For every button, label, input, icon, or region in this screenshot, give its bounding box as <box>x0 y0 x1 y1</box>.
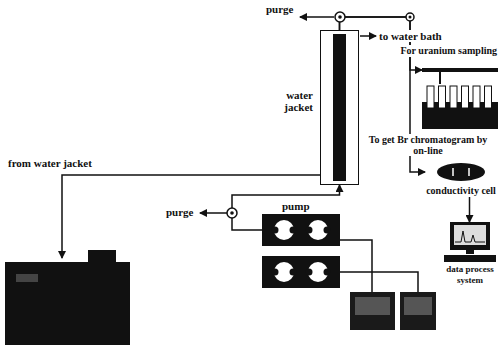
fraction-collector <box>422 62 498 129</box>
controller-screen <box>355 297 390 315</box>
control-wire <box>340 272 418 292</box>
computer-symbol <box>442 222 498 264</box>
monitor <box>450 222 490 250</box>
sample-tube <box>427 86 434 108</box>
node-label: pump <box>262 200 340 214</box>
pump-notch <box>272 269 279 276</box>
annotation-label: from water jacket <box>8 157 92 169</box>
sample-tube <box>485 86 492 108</box>
purge-line <box>300 16 334 18</box>
sample-tube <box>473 86 480 108</box>
annotation-label: to water bath <box>378 30 443 42</box>
valve-symbol <box>335 12 345 22</box>
annotation-label: purge <box>266 3 294 15</box>
data-process-box: data process system <box>442 222 498 286</box>
keyboard <box>444 255 496 262</box>
chromatogram-trace <box>455 231 485 242</box>
pump-symbol <box>262 214 340 288</box>
outlet-line <box>360 35 376 37</box>
pump-notch <box>272 227 279 234</box>
cell-body <box>437 163 485 181</box>
purge-line <box>200 212 227 214</box>
flow-line <box>469 197 471 222</box>
annotation-label: purge <box>166 206 194 218</box>
controller-screen <box>404 297 432 315</box>
junction-core <box>409 16 412 19</box>
water-bath <box>5 262 130 345</box>
node-label: conductivity cell <box>425 184 497 197</box>
pump-notch <box>290 227 297 234</box>
sample-tube <box>450 86 457 108</box>
valve-core <box>338 15 342 19</box>
water-bath-panel <box>16 274 38 282</box>
pump-unit <box>262 256 340 288</box>
valve-symbol <box>227 208 237 218</box>
sample-tube <box>439 86 446 108</box>
pump-notch <box>324 269 331 276</box>
node-label: data process system <box>442 264 498 286</box>
controller-box <box>350 292 395 330</box>
edge-label: To get Br chromatogram by on-line <box>364 134 492 156</box>
monitor-stand <box>466 250 474 254</box>
conductivity-cell-symbol <box>425 160 497 184</box>
pump-notch <box>324 227 331 234</box>
column-packing <box>333 34 346 181</box>
conductivity-cell-box: conductivity cell <box>425 160 497 197</box>
node-label: water jacket <box>267 89 313 113</box>
sample-tube <box>462 86 469 108</box>
valve-core <box>230 211 234 215</box>
monitor-screen <box>454 225 486 245</box>
pump-unit <box>262 214 340 246</box>
collector-arm <box>422 68 498 72</box>
node-label: For uranium sampling <box>400 45 499 57</box>
cell-electrode <box>452 168 454 176</box>
collector-nozzle <box>439 72 441 84</box>
controller-box <box>400 292 436 330</box>
control-wire <box>340 240 372 292</box>
pump-box: pump <box>262 200 340 288</box>
water-bath-top <box>88 250 116 262</box>
fraction-collector-box: For uranium sampling <box>422 62 498 129</box>
pump-notch <box>306 227 313 234</box>
water-jacket-column: water jacket <box>320 30 359 185</box>
junction-symbol <box>406 13 414 21</box>
pump-notch <box>306 269 313 276</box>
pump-notch <box>290 269 297 276</box>
cell-electrode <box>468 168 470 176</box>
